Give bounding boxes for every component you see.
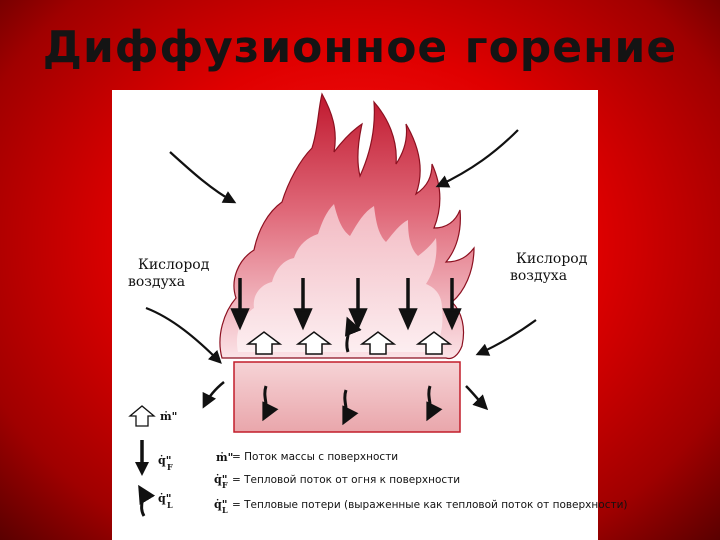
svg-text:L: L — [222, 505, 228, 515]
fuel-surface — [234, 362, 460, 432]
legend-symbols — [130, 406, 154, 516]
legend-heat-loss-text: = Тепловые потери (выраженные как теплов… — [232, 499, 628, 511]
slide-title: Диффузионное горение — [0, 22, 720, 73]
oxygen-left-line2: воздуха — [128, 274, 185, 290]
oxygen-label-left: Кислород воздуха — [128, 257, 209, 291]
legend-mass-flux-text: = Поток массы с поверхности — [232, 451, 398, 463]
flame-diagram-svg: ṁ" q̇"F q̇"L ṁ" q̇"F q̇"L — [112, 90, 598, 540]
oxygen-right-line1: Кислород — [510, 251, 587, 268]
legend-loss-arrow — [140, 488, 144, 516]
legend-mass-arrow — [130, 406, 154, 426]
oxygen-right-line2: воздуха — [510, 268, 567, 284]
svg-text:L: L — [167, 500, 173, 510]
oxygen-label-right: Кислород воздуха — [510, 251, 587, 285]
diffusion-flame-figure: ṁ" q̇"F q̇"L ṁ" q̇"F q̇"L Кислород возду… — [112, 90, 598, 540]
svg-text:F: F — [167, 462, 173, 472]
svg-text:ṁ": ṁ" — [216, 451, 233, 464]
oxygen-left-line1: Кислород — [128, 257, 209, 274]
legend-var-symbols: ṁ" q̇"F q̇"L ṁ" q̇"F q̇"L — [158, 410, 233, 515]
svg-text:ṁ": ṁ" — [160, 410, 177, 423]
svg-text:F: F — [222, 480, 228, 490]
legend-heat-flux-text: = Тепловой поток от огня к поверхности — [232, 474, 460, 486]
